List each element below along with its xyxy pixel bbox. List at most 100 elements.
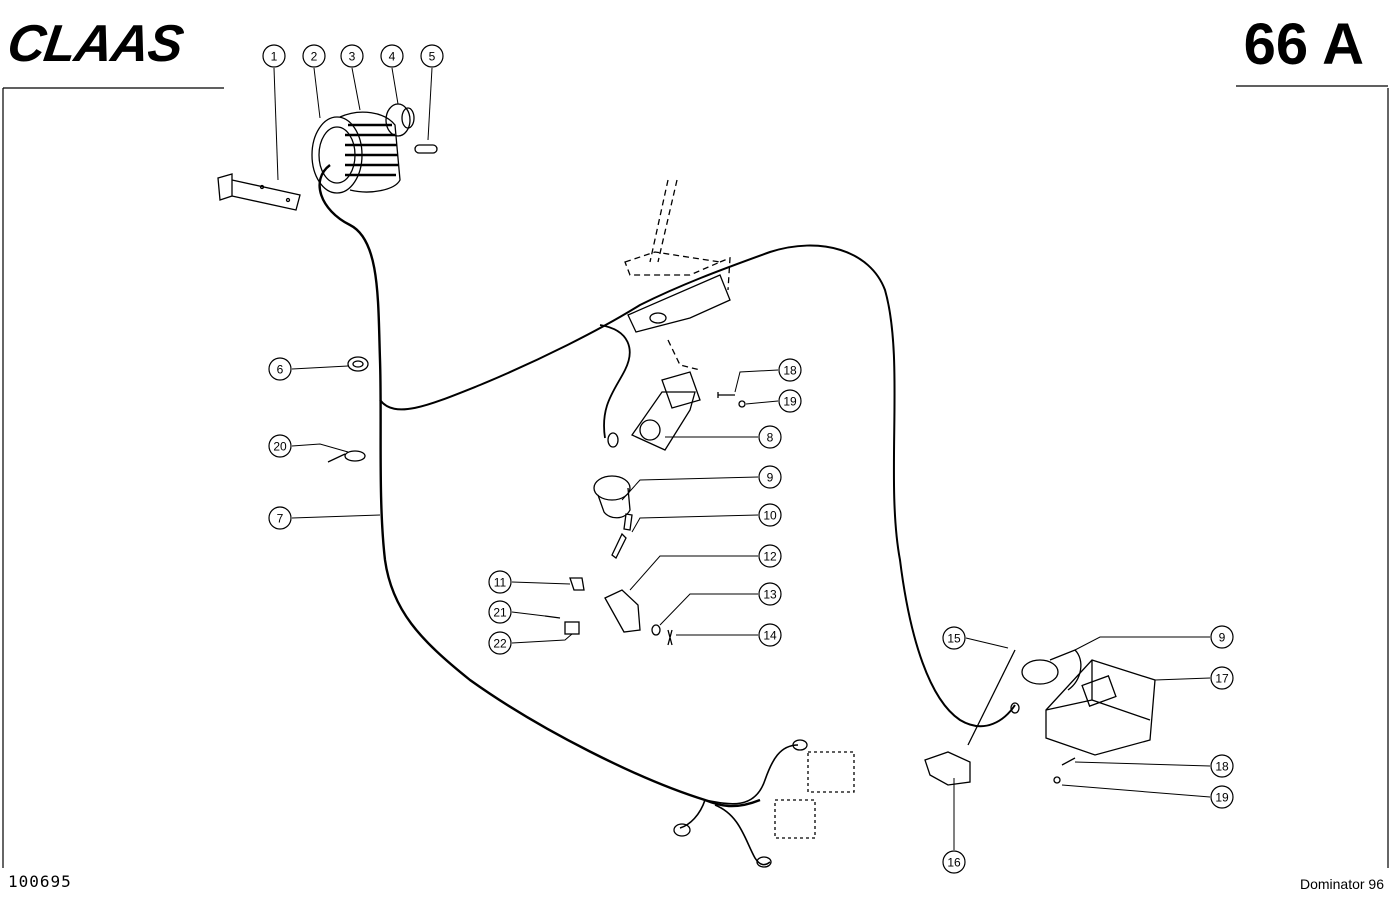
leader-line-24 <box>1061 784 1211 798</box>
callout-number: 9 <box>767 471 774 485</box>
bracket-part-1 <box>217 173 301 211</box>
callout-circle <box>262 44 286 68</box>
pedal-bracket-dashed <box>624 179 731 371</box>
bolt-washer-lower <box>1053 757 1076 784</box>
callout-balloon: 3 <box>340 44 364 68</box>
leader-line-25 <box>1074 636 1210 651</box>
callout-circle <box>1210 754 1234 778</box>
callout-circle <box>302 44 326 68</box>
callout-number: 18 <box>783 364 797 378</box>
angle-bracket-part-12 <box>604 589 641 633</box>
callout-number: 11 <box>494 576 507 590</box>
callout-balloon: 17 <box>1210 666 1234 690</box>
callout-circle <box>1210 785 1234 809</box>
callout-circle <box>268 506 292 530</box>
clip-part-22 <box>564 621 580 635</box>
callout-number: 10 <box>763 509 777 523</box>
main-harness <box>318 164 761 808</box>
callout-number: 4 <box>389 50 396 64</box>
harness-branch-lower-1 <box>704 744 799 805</box>
leader-line-3 <box>351 67 361 111</box>
callout-number: 2 <box>311 50 318 64</box>
callout-circle <box>758 465 782 489</box>
pin-part-21 <box>544 615 561 619</box>
callout-balloon: 19 <box>778 389 802 413</box>
callout-number: 1 <box>271 50 278 64</box>
leader-line-17 <box>1154 677 1211 681</box>
leader-line-10 <box>631 514 759 533</box>
callout-circle <box>268 357 292 381</box>
callout-number: 16 <box>947 856 961 870</box>
spring-part-10 <box>611 513 633 559</box>
leader-line-7 <box>291 514 381 519</box>
leader-line-5 <box>427 67 433 141</box>
machine-model: Dominator 96 <box>1299 876 1384 892</box>
leader-line-21 <box>511 611 546 617</box>
harness-branch-switch <box>599 324 631 439</box>
harness-branch-lower-2 <box>714 804 771 866</box>
callout-number: 6 <box>277 363 284 377</box>
screw-part-11 <box>569 577 585 591</box>
light-housing-part-9 <box>593 475 631 519</box>
callout-number: 3 <box>349 50 356 64</box>
callout-number: 14 <box>763 629 777 643</box>
callout-balloon: 21 <box>488 600 512 624</box>
leader-line-22 <box>511 633 573 644</box>
callout-circle <box>758 582 782 606</box>
callout-balloon: 12 <box>758 544 782 568</box>
callout-balloon: 13 <box>758 582 782 606</box>
callout-circle <box>488 570 512 594</box>
split-pin-part-14 <box>667 629 673 646</box>
leader-line-13 <box>659 593 758 626</box>
drawing-number: 100695 <box>8 872 72 891</box>
callout-circle <box>340 44 364 68</box>
callout-circle <box>380 44 404 68</box>
callout-number: 17 <box>1215 672 1229 686</box>
callout-circle <box>758 503 782 527</box>
leader-line-19 <box>745 400 779 405</box>
bolt-washer-upper <box>717 392 746 408</box>
callout-balloon: 6 <box>268 357 292 381</box>
callout-number: 5 <box>429 50 436 64</box>
callout-number: 21 <box>493 606 507 620</box>
callout-balloon: 20 <box>268 434 292 458</box>
fastener-part-5 <box>414 144 438 154</box>
callout-balloon: 10 <box>758 503 782 527</box>
connector-ends <box>607 432 1020 868</box>
callout-balloon: 18 <box>1210 754 1234 778</box>
callout-balloon: 19 <box>1210 785 1234 809</box>
callout-circle <box>942 850 966 874</box>
callout-circle <box>420 44 444 68</box>
callout-balloon: 5 <box>420 44 444 68</box>
connector-block-upper <box>774 751 855 839</box>
callout-circle <box>758 425 782 449</box>
harness-branch-lower-3 <box>679 799 706 829</box>
leader-line-12 <box>629 555 758 591</box>
callout-number: 19 <box>1215 791 1229 805</box>
callout-balloon: 22 <box>488 631 512 655</box>
callout-balloon: 18 <box>778 358 802 382</box>
grommet-part-6 <box>347 356 369 372</box>
leader-line-18 <box>734 369 779 393</box>
callout-number: 12 <box>763 550 777 564</box>
leader-line-2 <box>313 67 321 119</box>
leader-line-20 <box>291 443 349 453</box>
callout-number: 19 <box>783 395 797 409</box>
callout-circle <box>268 434 292 458</box>
callout-circle <box>758 544 782 568</box>
callout-balloon: 9 <box>758 465 782 489</box>
callout-circle <box>758 623 782 647</box>
cable-tie-part-20 <box>327 450 366 463</box>
callout-circle <box>942 626 966 650</box>
harness-branch-upper <box>379 244 1016 728</box>
callout-number: 7 <box>277 512 284 526</box>
callout-number: 9 <box>1219 631 1226 645</box>
leader-line-4 <box>391 67 399 105</box>
bracket-part-16 <box>924 751 971 786</box>
leader-line-11 <box>511 581 571 585</box>
callout-circle <box>778 358 802 382</box>
leader-line-6 <box>291 365 349 370</box>
callout-number: 8 <box>767 431 774 445</box>
callout-number: 15 <box>947 632 961 646</box>
